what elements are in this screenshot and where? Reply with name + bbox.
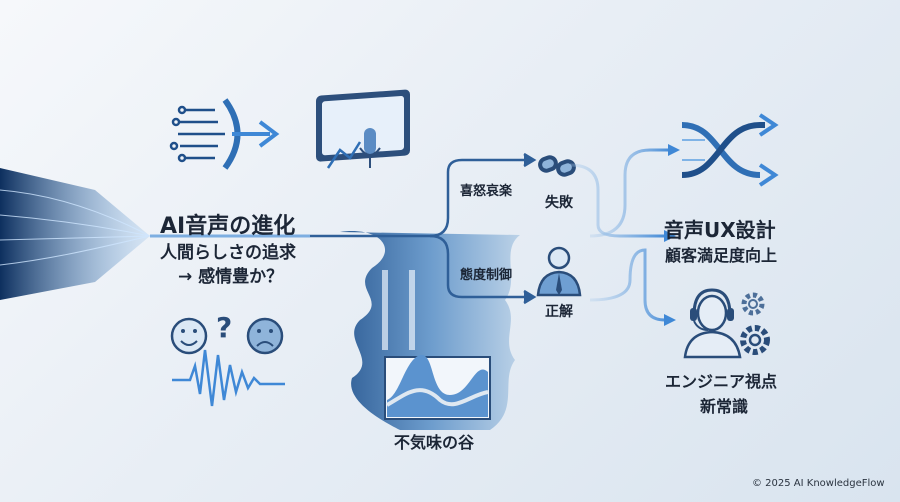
headset-operator-icon	[683, 288, 742, 359]
voice-monitor-icon	[316, 89, 410, 169]
uncanny-valley-illustration	[340, 231, 520, 430]
digital-wave-arrow-icon	[0, 168, 310, 300]
sound-wave-icon	[172, 349, 285, 407]
copyright: © 2025 AI KnowledgeFlow	[752, 478, 885, 489]
ux-title: 音声UX設計	[664, 218, 776, 242]
happy-face-icon	[170, 317, 208, 355]
gear-icon	[740, 292, 770, 355]
left-line2: → 感情豊か？	[178, 267, 284, 287]
upper-branch-result: 失敗	[545, 195, 573, 211]
question-icon: ?	[216, 311, 232, 344]
left-title: AI音声の進化	[160, 214, 296, 239]
output-arrows	[569, 148, 672, 322]
circuit-arrow-icon	[169, 98, 280, 170]
branch-arrows	[310, 152, 537, 305]
lower-branch-result: 正解	[545, 304, 573, 320]
broken-link-icon	[538, 155, 576, 177]
businessman-icon	[536, 246, 582, 297]
ux-subtitle: 顧客満足度向上	[665, 246, 778, 265]
valley-label: 不気味の谷	[394, 433, 475, 452]
engineer-line2: 新常識	[700, 397, 749, 416]
upper-branch-label: 喜怒哀楽	[460, 184, 513, 199]
sad-face-icon	[246, 317, 284, 355]
shuffle-arrows-icon	[681, 113, 779, 187]
engineer-line1: エンジニア視点	[665, 372, 778, 391]
lower-branch-label: 態度制御	[460, 268, 513, 283]
left-line1: 人間らしさの追求	[160, 243, 296, 263]
